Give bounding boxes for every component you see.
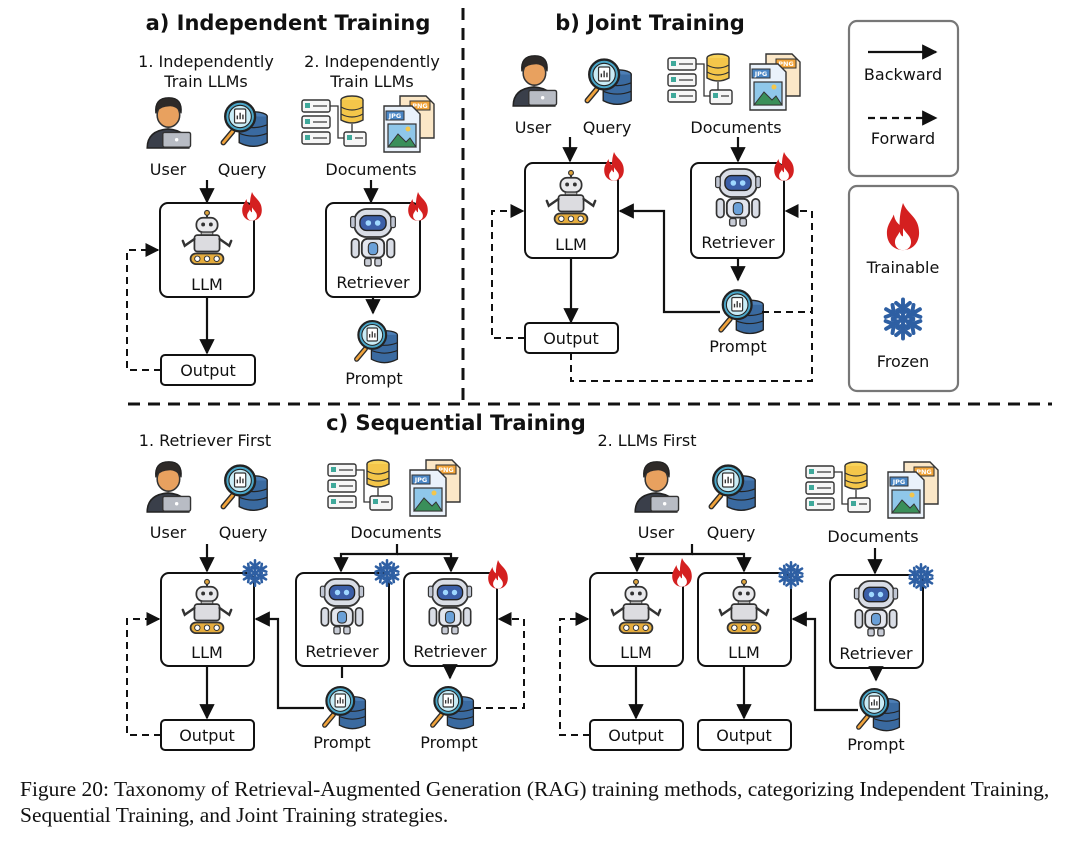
llms-first-label: 2. LLMs First	[597, 431, 696, 450]
backward-label: Backward	[864, 65, 942, 84]
documents-icon	[667, 53, 801, 111]
magnifier-database-icon	[223, 466, 267, 511]
user-laptop-icon	[146, 460, 192, 513]
user-laptop-icon	[146, 96, 192, 149]
documents-icon	[805, 461, 939, 519]
output-label: Output	[543, 329, 599, 348]
documents-label: Documents	[325, 160, 416, 179]
flame-icon	[488, 560, 508, 589]
llm-label: LLM	[728, 643, 760, 662]
magnifier-database-icon	[223, 102, 267, 147]
prompt-label: Prompt	[847, 735, 904, 754]
section-title: b) Joint Training	[555, 11, 745, 35]
magnifier-database-icon	[325, 687, 366, 729]
query-label: Query	[707, 523, 756, 542]
retriever-label: Retriever	[305, 642, 379, 661]
retriever-label: Retriever	[413, 642, 487, 661]
subtitle-2-line2: Train LLMs	[329, 72, 413, 91]
output-label: Output	[180, 361, 236, 380]
subtitle-1-line1: 1. Independently	[138, 52, 274, 71]
user-label: User	[150, 160, 187, 179]
flame-icon	[242, 192, 262, 221]
documents-icon	[301, 95, 435, 153]
magnifier-database-icon	[721, 290, 763, 333]
query-label: Query	[219, 523, 268, 542]
magnifier-database-icon	[859, 689, 900, 731]
user-laptop-icon	[512, 54, 558, 107]
llm-label: LLM	[191, 643, 223, 662]
query-label: Query	[583, 118, 632, 137]
subtitle-2-line1: 2. Independently	[304, 52, 440, 71]
documents-label: Documents	[350, 523, 441, 542]
documents-icon	[327, 459, 461, 517]
flame-icon	[604, 152, 624, 181]
documents-label: Documents	[827, 527, 918, 546]
retriever-first-label: 1. Retriever First	[139, 431, 271, 450]
query-label: Query	[218, 160, 267, 179]
flame-icon	[408, 192, 428, 221]
output-label: Output	[179, 726, 235, 745]
user-label: User	[150, 523, 187, 542]
subtitle-1-line2: Train LLMs	[163, 72, 247, 91]
retriever-label: Retriever	[701, 233, 775, 252]
flame-icon	[774, 152, 794, 181]
retriever-label: Retriever	[336, 273, 410, 292]
sequential-retriever-first: 1. Retriever First User Query Documents …	[126, 431, 525, 752]
output-label: Output	[608, 726, 664, 745]
section-independent-training: a) Independent Training 1. Independently…	[126, 11, 440, 388]
llm-label: LLM	[191, 275, 223, 294]
llm-label: LLM	[620, 643, 652, 662]
prompt-label: Prompt	[313, 733, 370, 752]
user-label: User	[638, 523, 675, 542]
retriever-label: Retriever	[839, 644, 913, 663]
frozen-label: Frozen	[877, 352, 929, 371]
section-joint-training: b) Joint Training User Query Documents L…	[491, 11, 813, 382]
figure-caption: Figure 20: Taxonomy of Retrieval-Augment…	[20, 777, 1050, 827]
prompt-label: Prompt	[709, 337, 766, 356]
trainable-label: Trainable	[866, 258, 940, 277]
output-label: Output	[716, 726, 772, 745]
legend: Backward Forward Trainable Frozen	[847, 19, 960, 393]
legend-status-box	[847, 184, 960, 393]
magnifier-database-icon	[433, 687, 474, 729]
magnifier-database-icon	[587, 60, 631, 105]
forward-label: Forward	[871, 129, 935, 148]
prompt-label: Prompt	[420, 733, 477, 752]
rag-taxonomy-diagram: PNG JPG	[126, 8, 1052, 754]
magnifier-database-icon	[711, 466, 755, 511]
magnifier-database-icon	[357, 321, 398, 363]
llm-label: LLM	[555, 235, 587, 254]
documents-label: Documents	[690, 118, 781, 137]
section-title: a) Independent Training	[146, 11, 431, 35]
output-box	[697, 719, 792, 751]
user-label: User	[515, 118, 552, 137]
prompt-label: Prompt	[345, 369, 402, 388]
flame-icon	[672, 558, 692, 587]
user-laptop-icon	[634, 460, 680, 513]
section-title-sequential: c) Sequential Training	[326, 411, 586, 435]
sequential-llms-first: 2. LLMs First User Query Documents LLM L…	[559, 431, 939, 754]
legend-arrows-box	[847, 19, 960, 178]
